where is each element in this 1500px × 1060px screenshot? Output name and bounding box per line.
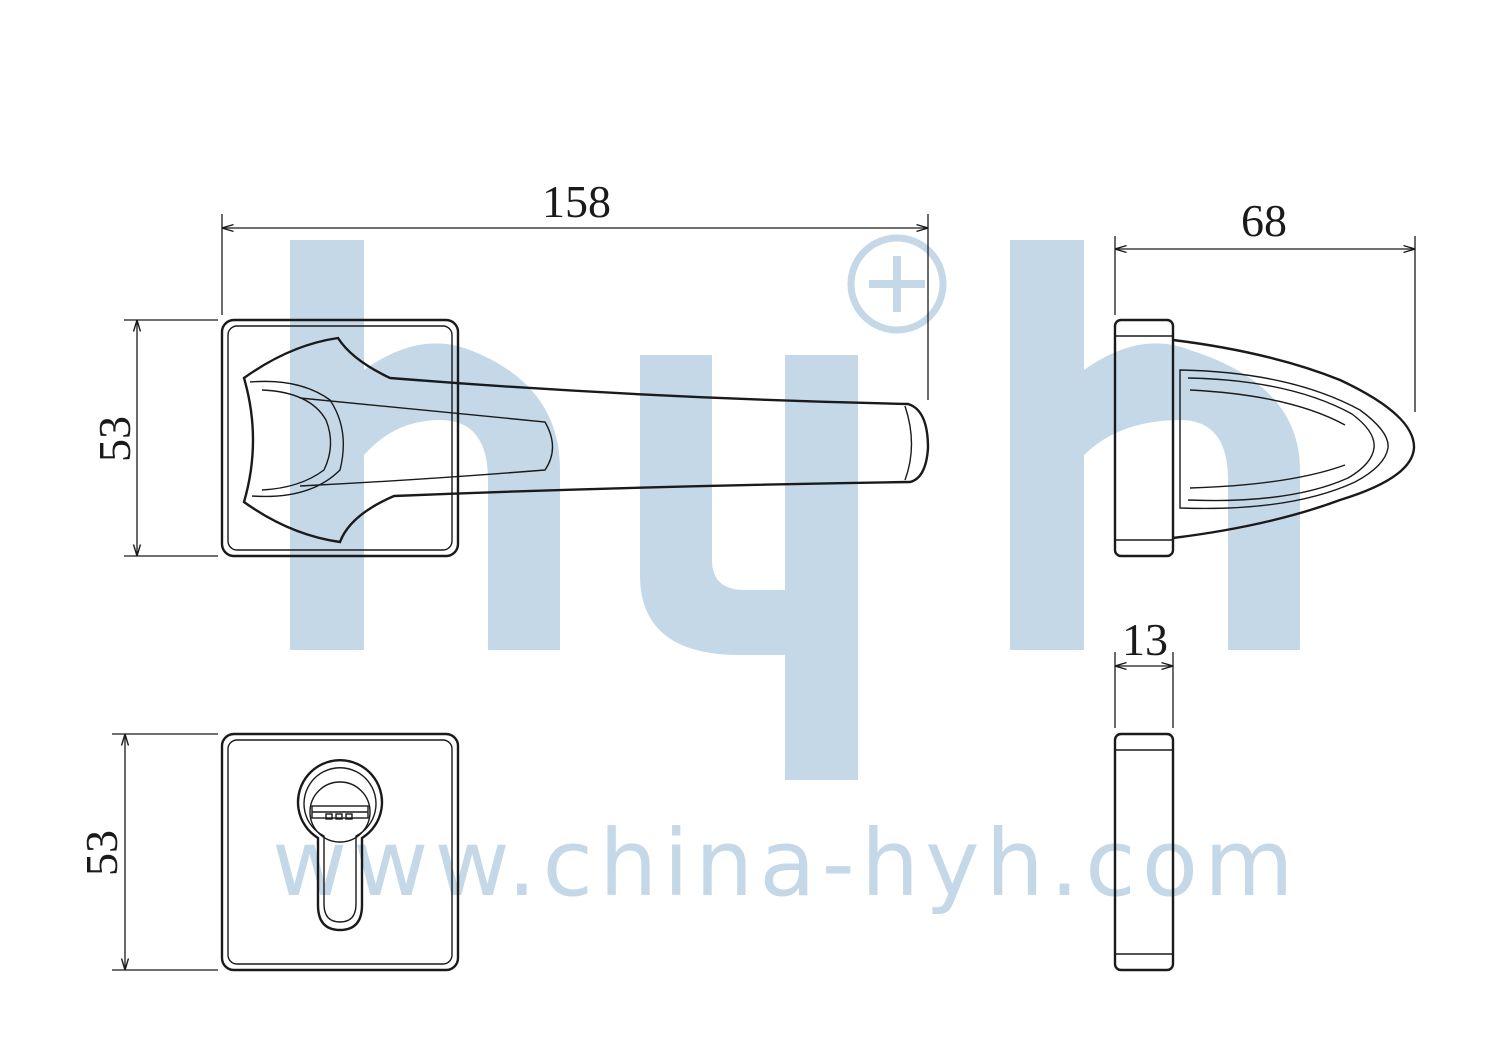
dimension-escutcheon-thickness: 13 xyxy=(1122,614,1168,665)
dimension-projection: 68 xyxy=(1241,195,1287,246)
lever-inner-line xyxy=(249,380,345,498)
lever-side-inner xyxy=(1179,369,1389,510)
watermark: www.china-hyh.com xyxy=(272,234,1300,917)
front-view-handle: 158 53 xyxy=(89,176,930,558)
front-view-escutcheon: 53 xyxy=(76,732,460,972)
side-view-escutcheon: 13 xyxy=(1113,614,1175,972)
escutcheon-side xyxy=(1113,732,1175,972)
rose-plate-inner xyxy=(227,325,453,551)
escutcheon-plate-inner xyxy=(227,739,453,965)
watermark-logo xyxy=(290,234,1300,780)
rose-side xyxy=(1113,318,1175,558)
watermark-url: www.china-hyh.com xyxy=(272,810,1300,917)
lever-groove xyxy=(299,397,554,487)
lever-side-inner xyxy=(1187,377,1375,502)
escutcheon-plate xyxy=(220,732,460,972)
cylinder-keyhole xyxy=(296,759,384,932)
rose-plate xyxy=(220,318,460,558)
lever-outline xyxy=(242,336,930,544)
dimension-handle-length: 158 xyxy=(542,176,611,227)
lever-tip-edge xyxy=(904,405,913,481)
lever-side-outline xyxy=(1172,338,1416,540)
dimension-rose-height: 53 xyxy=(89,416,140,462)
side-view-handle: 68 xyxy=(1113,195,1416,558)
cylinder-cam xyxy=(309,781,371,843)
dimension-escutcheon-height: 53 xyxy=(76,830,127,876)
